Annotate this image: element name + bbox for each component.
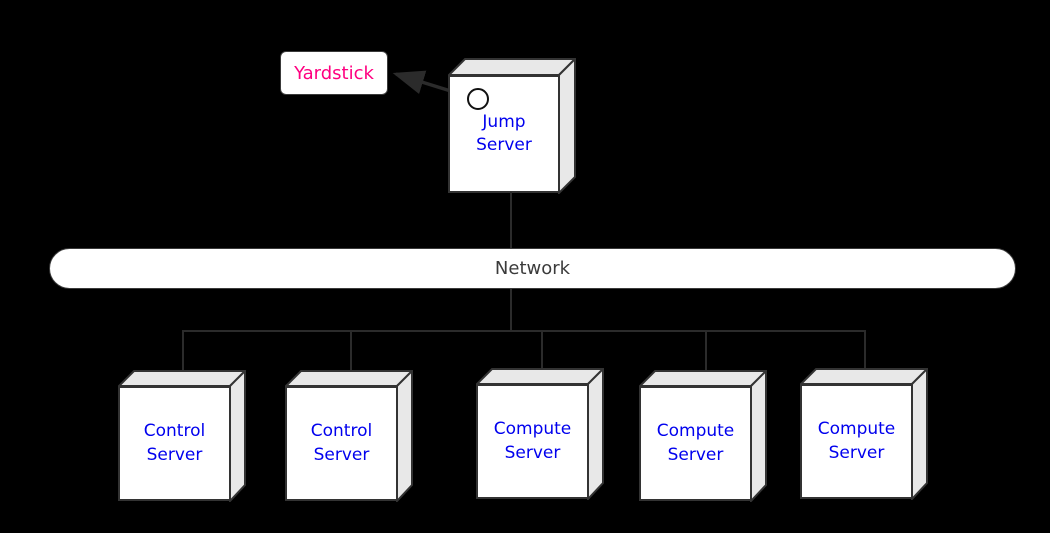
server-5-face: Compute Server (800, 384, 913, 499)
server-1-label: Control Server (143, 421, 206, 465)
server-3-label: Compute Server (493, 419, 572, 463)
yardstick-label: Yardstick (294, 62, 374, 84)
connector-drop-1 (182, 330, 184, 372)
jump-server-label: Jump Server (476, 111, 532, 155)
server-node-1[interactable]: Control Server (118, 370, 246, 502)
server-3-3d-shell (476, 368, 604, 500)
server-2-label: Control Server (310, 421, 373, 465)
jump-server-port-icon[interactable] (467, 88, 489, 110)
jump-server-3d-shell (448, 58, 576, 194)
server-2-face: Control Server (285, 386, 398, 501)
server-1-face: Control Server (118, 386, 231, 501)
server-node-5[interactable]: Compute Server (800, 368, 928, 500)
server-node-3[interactable]: Compute Server (476, 368, 604, 500)
network-node[interactable]: Network (49, 248, 1016, 289)
connector-drop-2 (350, 330, 352, 372)
jump-server-face: Jump Server (448, 75, 560, 193)
server-node-2[interactable]: Control Server (285, 370, 413, 502)
yardstick-node[interactable]: Yardstick (280, 51, 388, 95)
connector-drop-3 (541, 330, 543, 370)
connector-drop-4 (705, 330, 707, 372)
jump-server-node[interactable]: Jump Server (448, 58, 576, 194)
server-5-label: Compute Server (817, 419, 896, 463)
server-4-label: Compute Server (656, 421, 735, 465)
server-node-4[interactable]: Compute Server (639, 370, 767, 502)
network-label: Network (494, 258, 571, 279)
server-3-face: Compute Server (476, 384, 589, 499)
server-4-face: Compute Server (639, 386, 752, 501)
connector-network-to-bus (510, 289, 512, 332)
connector-server-bus (182, 330, 866, 332)
connector-drop-5 (864, 330, 866, 370)
connector-jump-to-network (510, 192, 512, 249)
